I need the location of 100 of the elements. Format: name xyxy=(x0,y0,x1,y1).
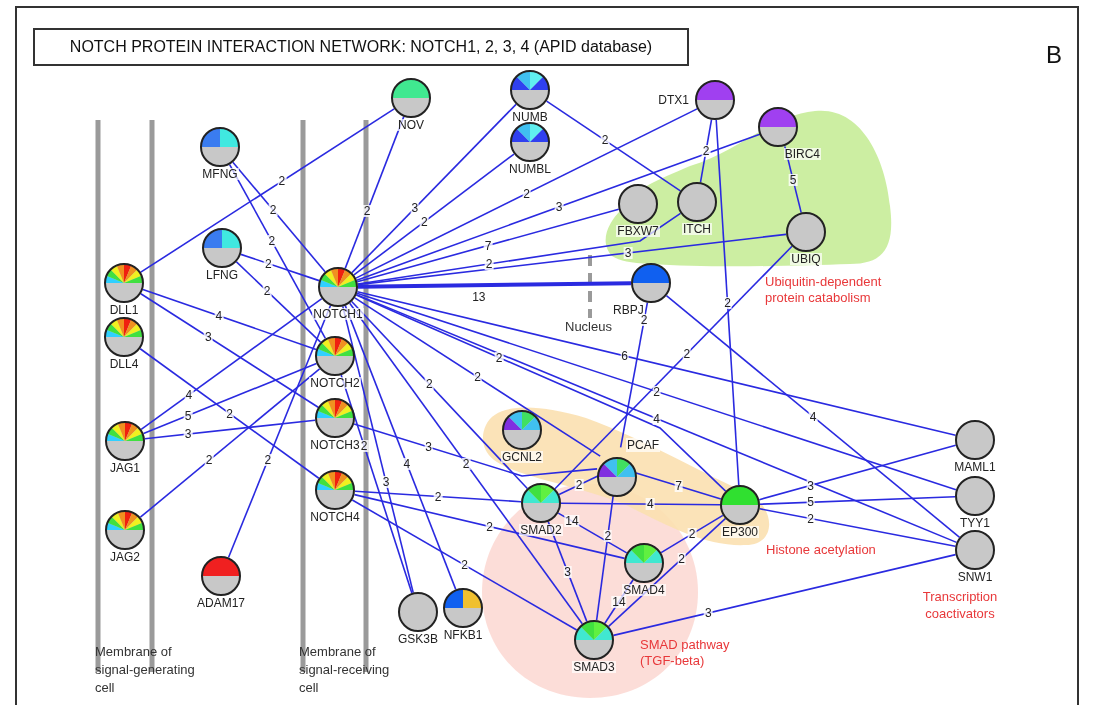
protein-label: MAML1 xyxy=(953,461,997,473)
interaction-line xyxy=(139,347,320,480)
edge-label: 2 xyxy=(494,351,504,364)
edge-label: 4 xyxy=(402,457,412,470)
protein-label: NOTCH2 xyxy=(309,377,361,389)
interaction-line xyxy=(715,119,740,486)
interaction-line xyxy=(344,115,405,270)
region-label: Histone acetylation xyxy=(766,542,877,558)
protein-label: NUMB xyxy=(511,111,549,123)
interaction-line xyxy=(665,294,961,539)
protein-label: UBIQ xyxy=(790,253,822,265)
edge-label: 2 xyxy=(473,371,482,383)
edge-label: 3 xyxy=(204,331,213,343)
protein-label: SMAD2 xyxy=(519,524,563,536)
edge-label: 2 xyxy=(264,257,273,270)
title-box: NOTCH PROTEIN INTERACTION NETWORK: NOTCH1, 2, 3, 4 (APID database) xyxy=(33,28,689,66)
interaction-line xyxy=(341,305,415,594)
edge-label: 2 xyxy=(420,215,429,228)
edge-label: 3 xyxy=(424,441,433,453)
edge-label: 2 xyxy=(677,553,686,565)
interaction-line xyxy=(348,302,584,625)
interaction-line xyxy=(144,419,316,440)
interaction-line xyxy=(357,233,787,286)
edge-label: 2 xyxy=(433,490,443,503)
edge-label: 4 xyxy=(214,309,224,322)
interaction-line xyxy=(558,474,600,496)
interaction-line xyxy=(232,161,326,273)
edge-label: 3 xyxy=(410,202,420,215)
edge-label: 2 xyxy=(682,347,692,360)
interaction-line xyxy=(344,304,457,591)
protein-label: NOTCH1 xyxy=(312,308,364,320)
interaction-line xyxy=(356,208,620,283)
edge-label: 3 xyxy=(563,565,572,578)
nucleus-label: Nucleus xyxy=(565,320,612,333)
edge-label: 2 xyxy=(460,559,469,571)
edge-label: 5 xyxy=(788,173,798,186)
edge-label: 2 xyxy=(359,439,369,452)
protein-label: DTX1 xyxy=(657,94,690,106)
edge-label: 2 xyxy=(262,285,272,298)
edge-label: 2 xyxy=(461,457,471,470)
interaction-line xyxy=(350,300,529,490)
edge-label: 3 xyxy=(381,476,391,488)
protein-label: GSK3B xyxy=(397,633,439,645)
edge-label: 4 xyxy=(646,498,655,511)
interaction-line xyxy=(140,297,323,431)
edge-label: 2 xyxy=(603,530,613,543)
edge-label: 2 xyxy=(484,258,494,270)
protein-label: GCNL2 xyxy=(501,451,543,463)
edge-label: 2 xyxy=(723,296,732,309)
protein-label: NOTCH4 xyxy=(309,511,361,523)
protein-label: SMAD3 xyxy=(572,661,616,673)
edge-label: 7 xyxy=(483,239,493,252)
interaction-line xyxy=(353,493,626,560)
interaction-line xyxy=(357,281,632,289)
protein-label: SMAD4 xyxy=(622,584,666,596)
edge-label: 3 xyxy=(623,246,633,259)
interaction-line xyxy=(356,290,957,437)
edge-label: 6 xyxy=(620,349,629,362)
interaction-line xyxy=(560,502,721,506)
edge-label: 4 xyxy=(184,388,194,401)
interaction-line xyxy=(758,507,957,548)
protein-label: MFNG xyxy=(201,168,239,180)
edge-label: 3 xyxy=(183,428,193,441)
interaction-line xyxy=(635,472,722,500)
interaction-line xyxy=(619,301,649,449)
interaction-line xyxy=(355,108,698,279)
edge-label: 2 xyxy=(806,512,815,525)
protein-label: ADAM17 xyxy=(196,597,246,609)
region-label: Ubiquitin-dependent protein catabolism xyxy=(765,274,883,306)
edge-label: 2 xyxy=(639,313,649,326)
interaction-line xyxy=(142,362,318,435)
edge-label: 2 xyxy=(425,378,434,391)
interaction-line xyxy=(240,253,320,282)
edge-label: 5 xyxy=(183,409,193,422)
interaction-line xyxy=(554,245,793,490)
interaction-line xyxy=(139,367,321,519)
protein-label: NOTCH3 xyxy=(309,439,361,451)
edge-label: 7 xyxy=(674,480,683,492)
protein-label: JAG2 xyxy=(109,551,141,563)
interaction-line xyxy=(351,499,578,631)
edge-label: 4 xyxy=(808,410,818,423)
interaction-line xyxy=(140,108,395,273)
edge-label: 2 xyxy=(362,205,372,218)
interaction-line xyxy=(354,297,601,457)
edge-label: 2 xyxy=(204,454,214,467)
interaction-line xyxy=(227,304,332,559)
protein-label: BIRC4 xyxy=(783,148,821,160)
edge-label: 2 xyxy=(277,175,287,188)
interaction-line xyxy=(356,292,957,491)
edge-label: 14 xyxy=(564,515,580,527)
interaction-line xyxy=(356,133,762,281)
membrane-label: Membrane of signal-generating cell xyxy=(95,643,196,697)
interaction-line xyxy=(235,261,322,343)
region-label: SMAD pathway (TGF-beta) xyxy=(640,637,731,669)
interaction-line xyxy=(356,212,682,285)
interaction-line xyxy=(699,118,713,184)
interaction-line xyxy=(355,294,727,492)
edge-label: 3 xyxy=(806,479,815,492)
interaction-line xyxy=(355,293,958,544)
edge-label: 4 xyxy=(652,412,661,425)
